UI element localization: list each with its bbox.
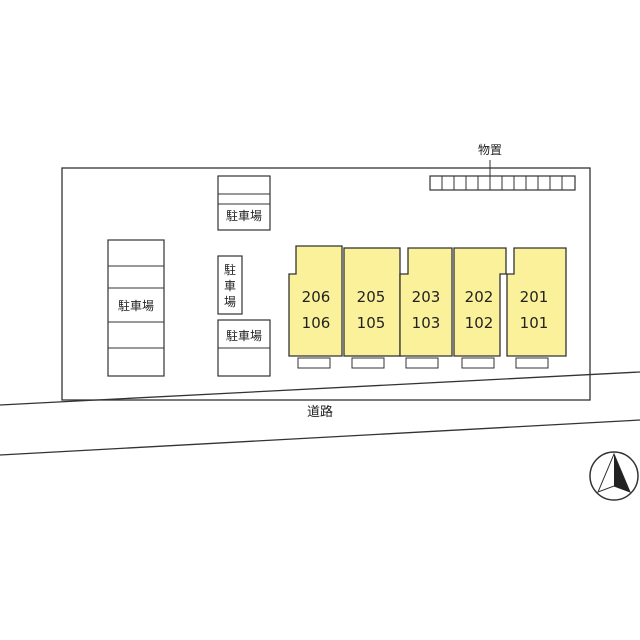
parking-vertical-char-2: 車 [224,279,236,293]
parking-bottom-label: 駐車場 [226,328,262,343]
unit-lower-number: 101 [520,314,549,332]
north-arrow-icon [589,451,639,501]
road-edge-bottom [0,419,640,456]
parking-vertical [217,255,243,315]
unit-lower-number: 103 [412,314,441,332]
unit-upper-number: 201 [520,288,549,306]
unit-lower-number: 105 [357,314,386,332]
unit-lower-number: 102 [465,314,494,332]
unit-upper-number: 202 [465,288,494,306]
storage-shed [429,160,576,191]
unit-205-105: 205 105 [343,247,401,369]
site-boundary [61,167,591,401]
unit-upper-number: 206 [302,288,331,306]
unit-206-106: 206 106 [288,245,343,369]
parking-top-label: 駐車場 [226,208,262,223]
road-edge-top [0,371,640,406]
unit-201-101: 201 101 [506,247,567,369]
parking-top [217,175,271,231]
unit-upper-number: 205 [357,288,386,306]
parking-left-label: 駐車場 [118,298,154,313]
unit-202-102: 202 102 [453,247,507,369]
parking-vertical-char-3: 場 [224,295,236,309]
road-label: 道路 [307,404,333,420]
parking-left [107,239,165,377]
unit-upper-number: 203 [412,288,441,306]
parking-vertical-char-1: 駐 [224,262,236,277]
storage-label: 物置 [478,143,502,157]
unit-lower-number: 106 [302,314,331,332]
unit-203-103: 203 103 [399,247,453,369]
parking-bottom [217,319,271,377]
